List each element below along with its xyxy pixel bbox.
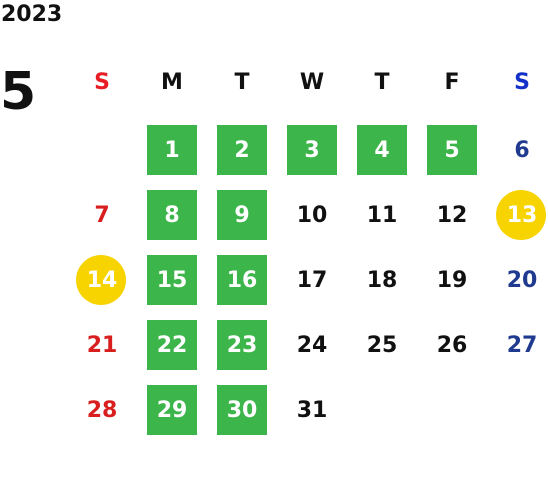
calendar-day-18[interactable]: 18 [347,248,417,313]
day-number: 10 [296,203,328,228]
green-day-marker [147,385,197,435]
day-number: 30 [226,398,258,423]
green-day-marker [147,125,197,175]
day-number: 6 [514,138,530,163]
calendar-day-28[interactable]: 28 [67,378,137,443]
day-number: 26 [436,333,468,358]
green-day-marker [147,320,197,370]
day-number: 9 [234,203,250,228]
day-number: 14 [86,268,118,293]
day-number: 27 [506,333,538,358]
weekday-saturday: S [514,69,530,95]
green-day-marker [147,190,197,240]
calendar-day-4[interactable]: 4 [347,118,417,183]
calendar-year: 2023 [1,2,63,27]
day-number: 3 [304,138,320,163]
calendar-day-10[interactable]: 10 [277,183,347,248]
green-day-marker [217,385,267,435]
calendar-day-empty [67,118,137,183]
day-number: 29 [156,398,188,423]
calendar-day-7[interactable]: 7 [67,183,137,248]
day-number: 23 [226,333,258,358]
day-number: 12 [436,203,468,228]
day-number: 22 [156,333,188,358]
weekday-thursday: T [374,69,390,95]
calendar-day-29[interactable]: 29 [137,378,207,443]
day-number: 19 [436,268,468,293]
calendar-day-11[interactable]: 11 [347,183,417,248]
calendar-day-6[interactable]: 6 [487,118,548,183]
weekday-friday: F [444,69,460,95]
day-number: 25 [366,333,398,358]
calendar-month: 5 [0,62,37,122]
calendar-day-21[interactable]: 21 [67,313,137,378]
calendar-day-8[interactable]: 8 [137,183,207,248]
calendar-day-5[interactable]: 5 [417,118,487,183]
day-number: 7 [94,203,110,228]
calendar-day-13[interactable]: 13 [487,183,548,248]
day-number: 20 [506,268,538,293]
holiday-circle-marker [76,255,126,305]
day-number: 16 [226,268,258,293]
weekday-monday: M [161,69,183,95]
day-number: 13 [506,203,538,228]
calendar-day-9[interactable]: 9 [207,183,277,248]
green-day-marker [217,125,267,175]
weekday-tuesday: T [234,69,250,95]
green-day-marker [357,125,407,175]
green-day-marker [147,255,197,305]
green-day-marker [217,190,267,240]
calendar-day-22[interactable]: 22 [137,313,207,378]
green-day-marker [287,125,337,175]
calendar-day-16[interactable]: 16 [207,248,277,313]
day-number: 31 [296,398,328,423]
calendar-day-23[interactable]: 23 [207,313,277,378]
calendar-day-1[interactable]: 1 [137,118,207,183]
day-number: 21 [86,333,118,358]
calendar-day-14[interactable]: 14 [67,248,137,313]
calendar-day-31[interactable]: 31 [277,378,347,443]
calendar-day-27[interactable]: 27 [487,313,548,378]
weekday-wednesday: W [299,69,325,95]
green-day-marker [217,255,267,305]
green-day-marker [427,125,477,175]
calendar-day-19[interactable]: 19 [417,248,487,313]
calendar-day-26[interactable]: 26 [417,313,487,378]
calendar-day-2[interactable]: 2 [207,118,277,183]
green-day-marker [217,320,267,370]
holiday-circle-marker [496,190,546,240]
calendar-day-24[interactable]: 24 [277,313,347,378]
day-number: 15 [156,268,188,293]
calendar-day-15[interactable]: 15 [137,248,207,313]
calendar-day-3[interactable]: 3 [277,118,347,183]
day-number: 24 [296,333,328,358]
day-number: 8 [164,203,180,228]
day-number: 28 [86,398,118,423]
weekday-sunday: S [94,69,110,95]
day-number: 2 [234,138,250,163]
calendar-day-17[interactable]: 17 [277,248,347,313]
weekday-header-row: S M T W T F S [67,62,548,102]
calendar-day-30[interactable]: 30 [207,378,277,443]
day-number: 4 [374,138,390,163]
day-number: 1 [164,138,180,163]
day-number: 11 [366,203,398,228]
calendar-day-20[interactable]: 20 [487,248,548,313]
calendar-day-25[interactable]: 25 [347,313,417,378]
calendar-day-12[interactable]: 12 [417,183,487,248]
day-number: 5 [444,138,460,163]
day-number: 17 [296,268,328,293]
day-number: 18 [366,268,398,293]
